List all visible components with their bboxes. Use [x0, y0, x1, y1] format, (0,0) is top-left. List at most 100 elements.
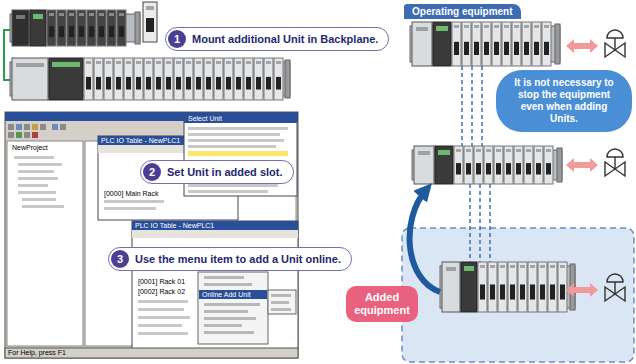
plc-rack-part	[520, 265, 525, 268]
software-screenshot-part	[138, 316, 190, 319]
added-region	[402, 228, 634, 362]
plc-rack-part	[435, 146, 453, 184]
plc-rack-part	[47, 10, 56, 46]
plc-rack-part	[117, 10, 126, 46]
software-screenshot-part	[18, 184, 48, 187]
valve-symbol-part	[607, 149, 623, 157]
plc-rack-part	[474, 146, 483, 184]
plc-rack-part	[107, 10, 116, 46]
plc-rack-part	[546, 149, 551, 152]
software-screenshot-part	[132, 230, 298, 238]
valve-symbol-part	[607, 30, 623, 38]
plc-rack-part	[546, 163, 551, 174]
plc-rack	[10, 58, 290, 100]
plc-rack-part	[454, 146, 463, 184]
software-screenshot-part	[18, 163, 62, 166]
plc-rack	[410, 22, 560, 66]
plc-rack-part	[512, 22, 521, 66]
plc-rack-part	[464, 25, 469, 28]
plc-rack-part	[538, 262, 547, 312]
plc-rack-part	[540, 265, 545, 268]
plc-rack-part	[476, 163, 481, 174]
plc-rack-part	[504, 25, 509, 28]
plc-rack-part	[540, 285, 545, 300]
plc-rack-part	[126, 77, 131, 90]
valve-symbol-part	[607, 274, 623, 282]
plc-rack-part	[206, 61, 211, 64]
valve-symbol	[605, 30, 625, 57]
software-screenshot-part	[32, 124, 38, 130]
plc-rack-part	[87, 10, 96, 46]
plc-rack-part	[510, 265, 515, 268]
plc-rack-part	[534, 146, 543, 184]
plc-rack-part	[256, 77, 261, 90]
plc-rack-part	[526, 149, 531, 152]
plc-rack-part	[560, 285, 565, 300]
plc-rack-part	[30, 10, 46, 46]
software-screenshot-part	[22, 198, 56, 201]
double-arrow	[566, 283, 598, 297]
plc-rack-part	[508, 262, 517, 312]
network-cables-part	[481, 66, 483, 146]
plc-rack-part	[136, 77, 141, 90]
plc-rack	[412, 146, 562, 184]
additional-unit-part	[143, 2, 157, 42]
section-tab: Operating equipment	[404, 4, 521, 19]
plc-rack-part	[69, 26, 74, 37]
plc-rack-part	[474, 42, 479, 55]
plc-rack-part	[97, 10, 106, 46]
screen-text: NewProject	[12, 144, 48, 152]
plc-rack-part	[136, 61, 141, 64]
plc-rack-part	[461, 262, 477, 312]
plc-rack-part	[516, 149, 521, 152]
software-screenshot-part	[138, 324, 182, 327]
plc-rack-part	[106, 61, 111, 64]
plc-rack-part	[104, 58, 113, 100]
software-screenshot-part	[188, 133, 280, 136]
software-screenshot-part	[18, 170, 54, 173]
additional-unit-part	[146, 18, 154, 32]
software-screenshot-part	[138, 308, 184, 311]
plc-rack-part	[524, 42, 529, 55]
plc-rack-part	[482, 22, 491, 66]
plc-rack-part	[480, 265, 485, 268]
plc-rack-part	[16, 63, 44, 67]
software-screenshot-part	[8, 132, 14, 138]
expansion-cable-part	[4, 30, 10, 80]
plc-rack-part	[506, 149, 511, 152]
plc-rack-part	[557, 148, 562, 182]
plc-rack-part	[534, 42, 539, 55]
plc-rack-part	[16, 15, 25, 19]
software-screenshot-part	[138, 300, 188, 303]
plc-rack-part	[106, 77, 111, 90]
plc-rack-part	[456, 149, 461, 152]
node-text: Operating equipment	[412, 6, 513, 17]
screen-text: [0002] Rack 02	[138, 288, 185, 296]
plc-rack-part	[276, 61, 281, 64]
software-screenshot-part	[24, 124, 30, 130]
software-screenshot-part	[104, 200, 164, 203]
plc-rack-part	[486, 149, 491, 152]
added-badge: Added equipment	[346, 286, 418, 322]
plc-rack-part	[433, 22, 451, 66]
plc-rack-part	[498, 262, 507, 312]
plc-rack-part	[550, 265, 555, 268]
plc-rack-part	[89, 26, 94, 37]
plc-rack-part	[514, 146, 523, 184]
plc-rack-part	[86, 61, 91, 64]
plc-rack-part	[494, 42, 499, 55]
plc-rack-part	[472, 22, 481, 66]
plc-rack-part	[484, 42, 489, 55]
valve-symbol-part	[614, 157, 615, 169]
plc-rack-part	[49, 26, 54, 37]
plc-rack-part	[454, 25, 459, 28]
note-bubble: It is not necessary to stop the equipmen…	[496, 70, 632, 132]
plc-rack-part	[476, 149, 481, 152]
plc-rack-part	[486, 163, 491, 174]
plc-rack-part	[186, 77, 191, 90]
software-screenshot-part	[204, 317, 256, 320]
software-screenshot-part	[104, 207, 156, 210]
node-text: Added equipment	[354, 291, 410, 316]
plc-rack-part	[256, 61, 261, 64]
